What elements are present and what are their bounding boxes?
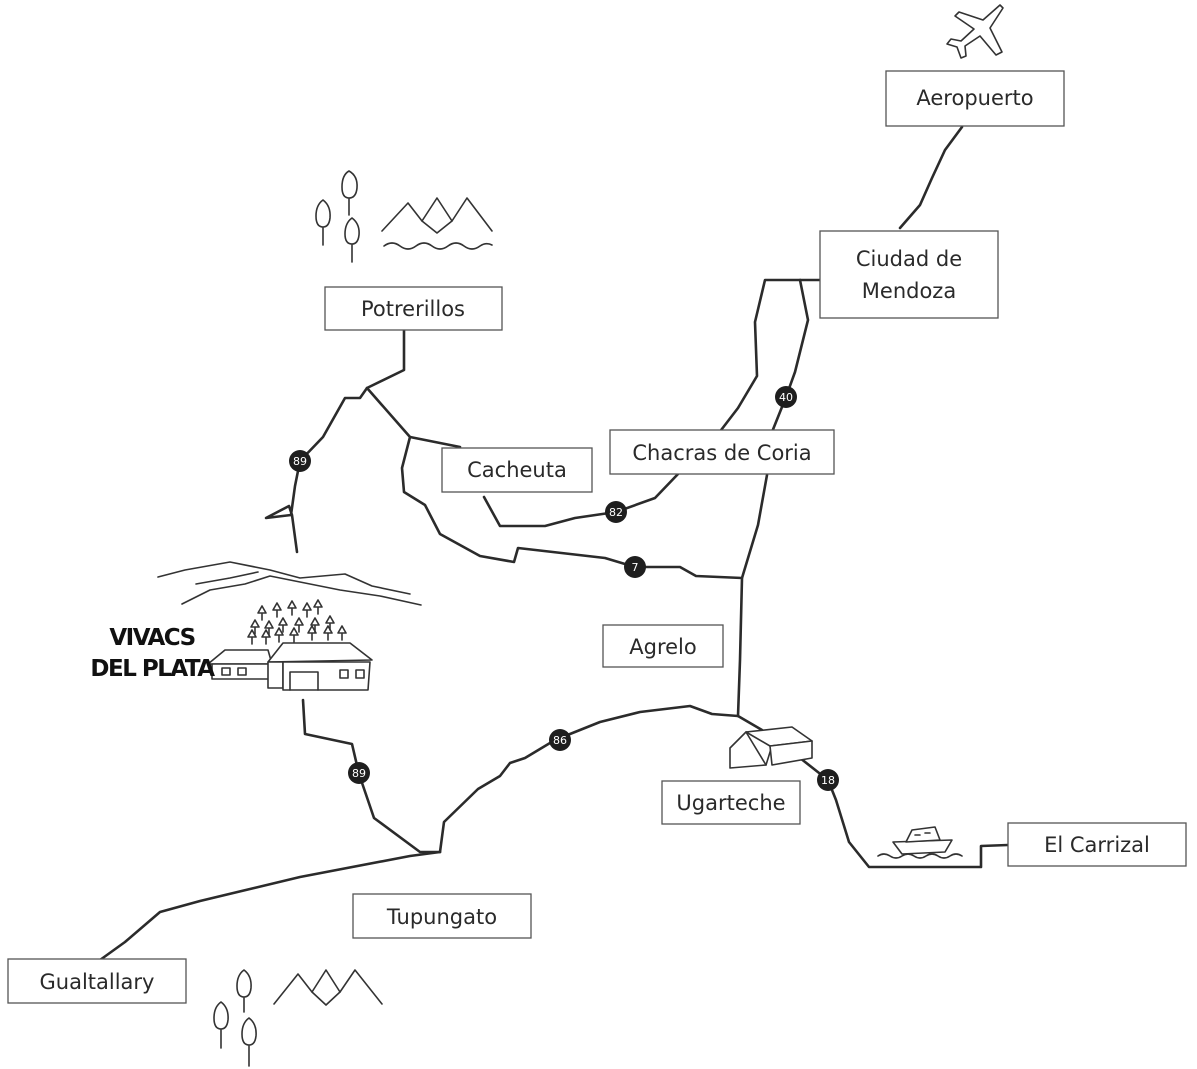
route-badge-89-south: 89 xyxy=(348,762,370,784)
place-ciudad-de-mendoza[interactable]: Ciudad de Mendoza xyxy=(819,230,999,319)
place-aeropuerto[interactable]: Aeropuerto xyxy=(885,70,1065,127)
road-route-89-south xyxy=(301,698,442,854)
route-number: 86 xyxy=(553,734,567,747)
road-route-7 xyxy=(400,435,744,580)
place-label: El Carrizal xyxy=(1044,833,1150,857)
mountains-icon xyxy=(381,197,493,250)
place-label: Potrerillos xyxy=(361,297,465,321)
place-tupungato[interactable]: Tupungato xyxy=(352,893,532,939)
road-potrerillos-cacheuta xyxy=(365,386,462,449)
route-number: 7 xyxy=(632,561,639,574)
orchard-trees xyxy=(247,599,347,645)
route-number: 89 xyxy=(352,767,366,780)
trees-icon xyxy=(315,170,360,263)
place-label-line2: Mendoza xyxy=(862,279,956,303)
road-tupungato-gualtallary xyxy=(98,850,442,962)
road-route-40-north xyxy=(768,278,810,439)
place-label: Ugarteche xyxy=(676,791,785,815)
brand-vivacs-del-plata: VIVACS DEL PLATA xyxy=(90,625,216,682)
route-badge-7: 7 xyxy=(624,556,646,578)
warehouse-icon xyxy=(729,726,813,769)
trees-icon-south xyxy=(213,969,257,1067)
road-mendoza-west-branch xyxy=(713,278,822,440)
road-potrerillos-down xyxy=(264,328,406,554)
place-cacheuta[interactable]: Cacheuta xyxy=(441,447,593,493)
place-agrelo[interactable]: Agrelo xyxy=(602,624,724,668)
mountains-icon-south xyxy=(273,969,383,1006)
route-badge-82: 82 xyxy=(605,501,627,523)
brand-line2: DEL PLATA xyxy=(90,656,215,682)
road-route-86 xyxy=(438,704,740,854)
place-label: Aeropuerto xyxy=(916,86,1033,110)
route-number: 18 xyxy=(821,774,835,787)
place-potrerillos[interactable]: Potrerillos xyxy=(324,286,503,331)
place-label: Tupungato xyxy=(386,905,497,929)
place-label: Cacheuta xyxy=(467,458,567,482)
road-route-82 xyxy=(482,472,680,528)
route-badge-89-north: 89 xyxy=(289,450,311,472)
place-chacras-de-coria[interactable]: Chacras de Coria xyxy=(609,429,835,475)
airplane-icon xyxy=(946,4,1004,59)
road-route-40-south xyxy=(736,473,769,718)
boat-icon xyxy=(877,826,963,859)
place-label: Agrelo xyxy=(629,635,696,659)
route-number: 89 xyxy=(293,455,307,468)
place-gualtallary[interactable]: Gualtallary xyxy=(7,958,187,1004)
route-badge-40: 40 xyxy=(775,386,797,408)
route-badge-18: 18 xyxy=(817,769,839,791)
place-el-carrizal[interactable]: El Carrizal xyxy=(1007,822,1187,867)
route-badge-86: 86 xyxy=(549,729,571,751)
place-label-line1: Ciudad de xyxy=(856,247,962,271)
place-ugarteche[interactable]: Ugarteche xyxy=(661,780,801,825)
lodge-icon xyxy=(157,561,422,691)
route-number: 40 xyxy=(779,391,793,404)
brand-line1: VIVACS xyxy=(109,625,194,651)
place-label: Gualtallary xyxy=(40,970,155,994)
road-airport-mendoza xyxy=(898,125,964,230)
route-number: 82 xyxy=(609,506,623,519)
place-label: Chacras de Coria xyxy=(632,441,811,465)
